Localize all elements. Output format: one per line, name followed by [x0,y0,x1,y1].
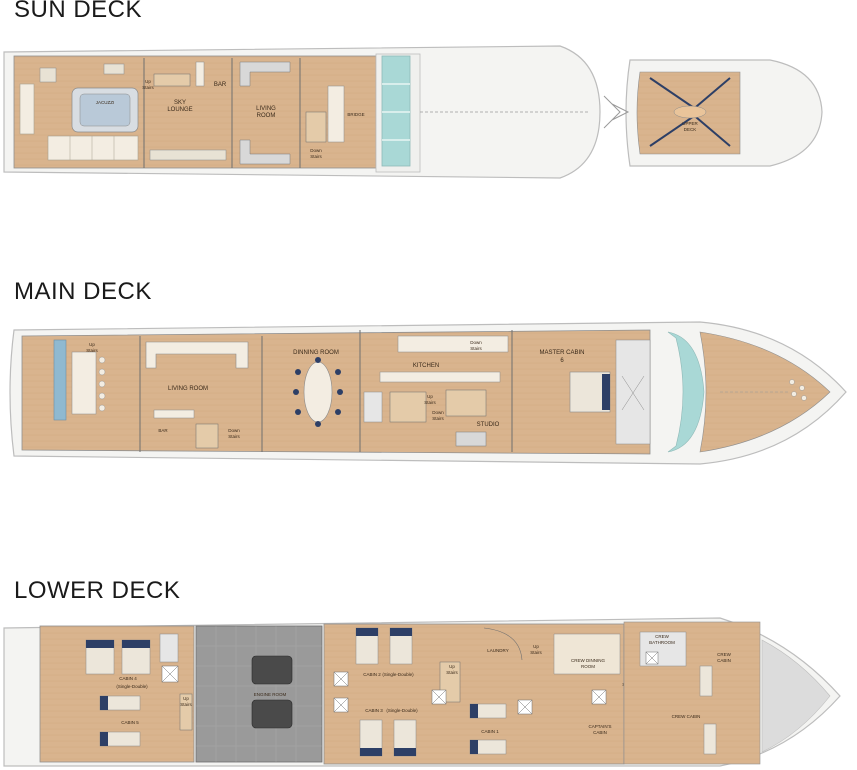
main-living-room-label: LIVING ROOM [168,386,208,392]
sun-living-label-1: LIVING [256,106,276,112]
crew-bathroom-label-2: BATHROOM [649,640,675,645]
lower-up-stairs-2-label-1: Up [449,664,455,669]
lower-up-stairs-3-label-2: Stairs [530,650,542,655]
sun-up-stairs-label-2: Stairs [142,85,154,90]
crew-cabin-right-label-2: CABIN [717,658,731,663]
cabin4-type-label: (Single-Double) [116,684,148,689]
captain-cabin-label-1: CAPTAIN'S [588,724,611,729]
lower-up-stairs-label-2: Stairs [180,702,192,707]
cabin3-type-label: (Single-Double) [386,708,418,713]
crew-cabin-right-label-1: CREW [717,652,732,657]
upper-deck-label-1: UPPER [682,121,698,126]
jacuzzi-label: JACUZZI [96,100,115,105]
master-cabin-label-2: 6 [560,358,564,364]
main-up-stairs-2-label-2: Stairs [424,400,436,405]
crew-cabin-label: CREW CABIN [672,714,701,719]
sun-deck-plan: JACUZZI Up Stairs SKY LOUNGE BAR LIVING … [3,45,823,179]
captain-cabin-label-2: CABIN [593,730,607,735]
main-down-stairs-3-label-2: Stairs [432,416,444,421]
lower-up-stairs-3-label-1: Up [533,644,539,649]
crew-dining-label-1: CREW DINNING [571,658,605,663]
main-down-stairs-label-1: Down [228,428,240,433]
main-up-stairs-2-label-1: Up [427,394,433,399]
engine-room-label: ENGINE ROOM [254,692,287,697]
sun-down-stairs-label-1: Down [310,148,322,153]
sun-living-label-2: ROOM [257,113,276,119]
cabin4-label: CABIN 4 [119,676,137,681]
main-up-stairs-label-1: Up [89,342,95,347]
sun-up-stairs-label-1: Up [145,79,151,84]
main-down-stairs-2-label-2: Stairs [470,346,482,351]
cabin2-label: CABIN 2 [363,672,381,677]
cabin1-label: CABIN 1 [481,729,499,734]
main-bar-label: BAR [158,428,168,433]
main-up-stairs-label-2: Stairs [86,348,98,353]
cabin3-label: CABIN 3 [365,708,383,713]
cabin5-label: CABIN 5 [121,720,139,725]
sun-deck-title: SUN DECK [14,0,143,23]
crew-dining-label-2: ROOM [581,664,595,669]
main-down-stairs-label-2: Stairs [228,434,240,439]
bridge-label: BRIDGE [347,112,364,117]
kitchen-label: KITCHEN [413,363,439,369]
upper-deck-label-2: DECK [684,127,697,132]
lower-deck-title: LOWER DECK [14,577,181,604]
master-cabin-label-1: MASTER CABIN [539,350,584,356]
sun-down-stairs-label-2: Stairs [310,154,322,159]
sun-bar-label: BAR [214,82,227,88]
dining-room-label: DINNING ROOM [293,350,339,356]
main-down-stairs-2-label-1: Down [470,340,482,345]
sky-lounge-label-2: LOUNGE [167,107,192,113]
crew-bathroom-label-1: CREW [655,634,670,639]
lower-up-stairs-2-label-2: Stairs [446,670,458,675]
main-deck-plan: Up Stairs LIVING ROOM BAR Down Stairs DI… [9,321,847,465]
lower-deck-plan: CABIN 4 (Single-Double) CABIN 5 Up Stair… [3,617,841,767]
main-down-stairs-3-label-1: Down [432,410,444,415]
main-deck-title: MAIN DECK [14,278,152,305]
lower-up-stairs-label-1: Up [183,696,189,701]
studio-label: STUDIO [477,422,500,428]
cabin2-type-label: (Single-Double) [382,672,414,677]
sky-lounge-label-1: SKY [174,100,186,106]
laundry-label: LAUNDRY [487,648,508,653]
